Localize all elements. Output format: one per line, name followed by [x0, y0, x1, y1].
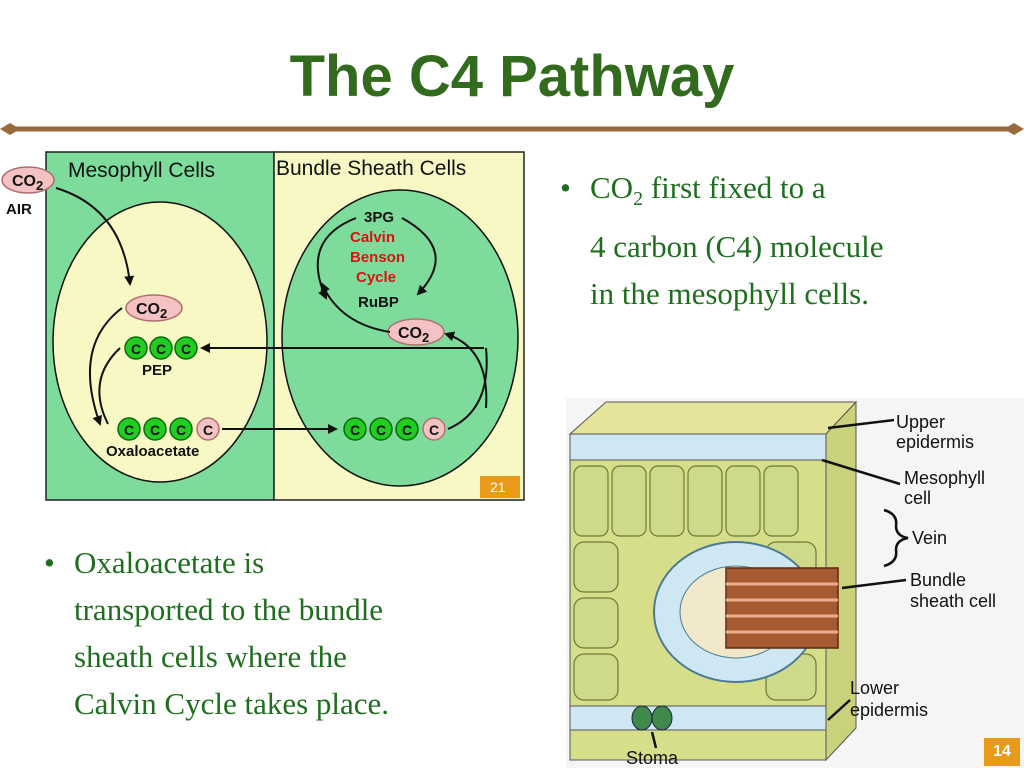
- cycle-label: Cycle: [356, 269, 396, 286]
- rubp-label: RuBP: [358, 294, 399, 311]
- oxaloacetate-molecule: C C C C: [117, 417, 220, 441]
- air-to-mesophyll-arrow: [55, 187, 135, 286]
- bullet-line-1: first fixed to a: [643, 170, 826, 205]
- svg-text:C: C: [402, 422, 412, 438]
- svg-text:C: C: [350, 422, 360, 438]
- bundle-sheath-title: Bundle Sheath Cells: [276, 157, 466, 180]
- vein: [725, 567, 839, 649]
- leaf-cross-section-diagram: Upper epidermis Mesophyll cell Vein Bund…: [566, 398, 1024, 768]
- svg-text:C: C: [156, 341, 166, 357]
- 3pg-label: 3PG: [364, 209, 394, 226]
- svg-text:CO2: CO2: [136, 301, 167, 321]
- bundle-release-arrow: [447, 347, 488, 430]
- bundle-co2-molecule: CO2: [387, 318, 445, 346]
- bullet-line-1: Oxaloacetate is: [74, 545, 265, 580]
- bundle-sheath-label: Bundle: [910, 570, 966, 590]
- lower-epidermis-pointer: [827, 699, 851, 721]
- svg-text:C: C: [181, 341, 191, 357]
- upper-epidermis-label: Upper: [896, 412, 945, 432]
- bullet-line-3: in the mesophyll cells.: [590, 276, 869, 312]
- bullet-line-3: sheath cells where the: [74, 639, 347, 674]
- lower-epidermis-label-2: epidermis: [850, 700, 928, 720]
- upper-epidermis-layer: [569, 433, 827, 461]
- pep-label: PEP: [142, 362, 172, 379]
- slide-title: The C4 Pathway: [289, 44, 735, 109]
- pep-loop-arrow: [98, 347, 121, 425]
- svg-text:CO2: CO2: [398, 325, 429, 345]
- lower-epidermis-label: Lower: [850, 678, 899, 698]
- mesophyll-cell-label: Mesophyll: [904, 468, 985, 488]
- title-divider: [0, 123, 1024, 135]
- svg-text:C: C: [124, 422, 134, 438]
- mesophyll-title: Mesophyll Cells: [68, 159, 215, 182]
- lower-epidermis-layer: [569, 705, 827, 731]
- svg-text:C: C: [176, 422, 186, 438]
- figure-number: 21: [490, 479, 506, 495]
- svg-text:C: C: [131, 341, 141, 357]
- bullet-marker: •: [560, 170, 571, 205]
- air-co2-molecule: CO2: [1, 166, 55, 194]
- bundle-c4-molecule: C C C C: [343, 417, 446, 441]
- svg-text:C: C: [150, 422, 160, 438]
- svg-text:C: C: [376, 422, 386, 438]
- upper-epidermis-pointer: [827, 418, 895, 430]
- mesophyll-cell-label-2: cell: [904, 488, 931, 508]
- co2-to-oxaloacetate-arrow: [89, 307, 123, 426]
- svg-text:CO2: CO2: [12, 173, 43, 193]
- bundle-sheath-pointer: [841, 578, 907, 590]
- mesophyll-pointer: [821, 458, 901, 486]
- stoma-pointer: [650, 731, 658, 749]
- pep-molecule: C C C: [124, 336, 198, 360]
- air-label: AIR: [6, 201, 32, 218]
- vein-brace: [883, 508, 909, 568]
- leaf-top-surface: [568, 401, 858, 435]
- upper-epidermis-label-2: epidermis: [896, 432, 974, 452]
- bullet-line-2: 4 carbon (C4) molecule: [590, 229, 884, 265]
- co2-release-arrow: [444, 331, 488, 409]
- vein-label: Vein: [912, 528, 947, 548]
- cycle-arrow-left: [316, 217, 357, 300]
- bullet-marker: •: [44, 545, 55, 580]
- svg-text:C: C: [203, 422, 213, 438]
- benson-label: Benson: [350, 249, 405, 266]
- calvin-label: Calvin: [350, 229, 395, 246]
- cycle-arrow-right: [401, 217, 437, 296]
- page-number-badge: 14: [984, 738, 1020, 766]
- svg-text:C: C: [429, 422, 439, 438]
- bullet-co2-subscript: 2: [633, 188, 644, 211]
- mesophyll-co2-molecule: CO2: [125, 294, 183, 322]
- stoma-label: Stoma: [626, 748, 679, 768]
- figure-number-badge: [480, 476, 520, 498]
- bundle-sheath-label-2: sheath cell: [910, 591, 996, 611]
- c4-pathway-diagram: Mesophyll Cells Bundle Sheath Cells CO2 …: [1, 151, 525, 501]
- oxaloacetate-label: Oxaloacetate: [106, 443, 199, 460]
- stoma: [631, 705, 673, 731]
- bullet-line-2: transported to the bundle: [74, 592, 384, 627]
- bullet-line-4: Calvin Cycle takes place.: [74, 686, 390, 721]
- bullet-co2-text: CO: [590, 170, 634, 205]
